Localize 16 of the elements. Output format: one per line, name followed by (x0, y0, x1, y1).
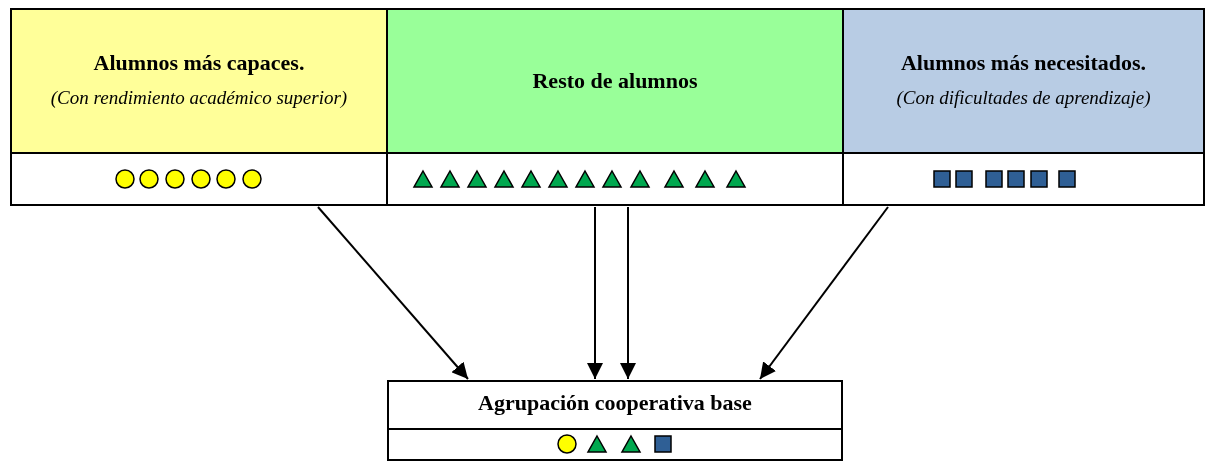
symbol-cell (10, 152, 388, 206)
header-cell (842, 8, 1205, 154)
group-box (387, 380, 843, 461)
symbol-cell (842, 152, 1205, 206)
arrow (317, 206, 469, 380)
arrow (759, 206, 889, 380)
header-cell (10, 8, 388, 154)
subtitle-text: (Con dificultades de aprendizaje) (896, 86, 1151, 110)
heading-text: Agrupación cooperativa base (478, 389, 752, 417)
subtitle-text: (Con rendimiento académico superior) (50, 86, 348, 110)
heading-text: Resto de alumnos (532, 67, 698, 95)
header-cell (386, 8, 844, 154)
heading-text: Alumnos más necesitados. (900, 49, 1147, 77)
arrow (587, 206, 603, 380)
heading-text: Alumnos más capaces. (93, 49, 305, 77)
arrow (620, 206, 636, 380)
